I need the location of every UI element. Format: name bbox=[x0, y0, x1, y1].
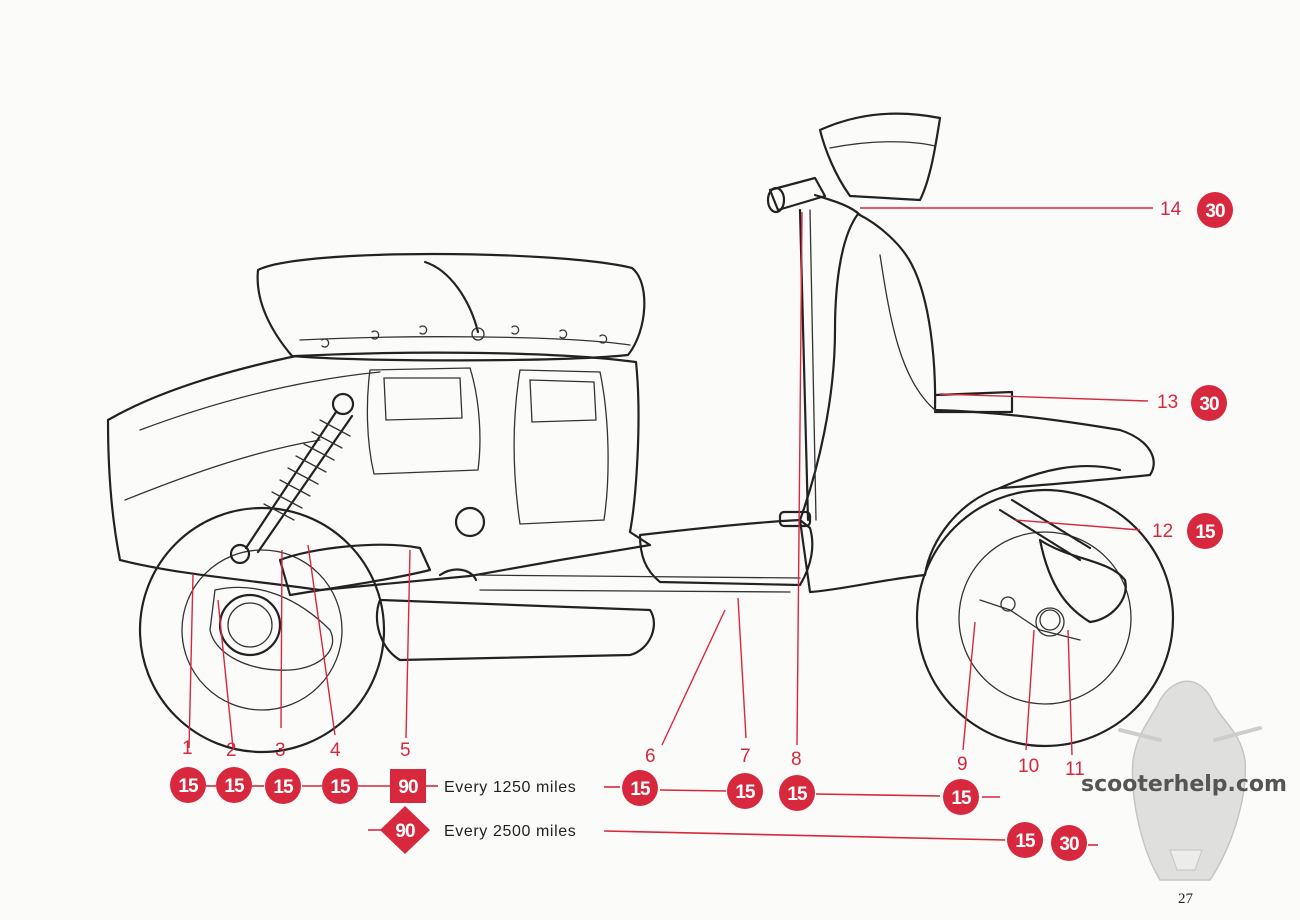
badge-point-11: 30 bbox=[1051, 825, 1087, 861]
badge-point-9: 15 bbox=[943, 779, 979, 815]
badge-text: 90 bbox=[395, 821, 415, 842]
point-label-3: 3 bbox=[275, 740, 286, 761]
badge-point-10: 15 bbox=[1007, 822, 1043, 858]
point-label-7: 7 bbox=[740, 746, 751, 767]
interval-lines bbox=[206, 785, 1098, 846]
badge-point-12: 15 bbox=[1187, 513, 1223, 549]
point-label-1: 1 bbox=[182, 738, 193, 759]
badge-text: 15 bbox=[630, 779, 651, 800]
point-label-14: 14 bbox=[1160, 199, 1182, 220]
badge-point-6: 15 bbox=[622, 770, 658, 806]
page-number: 27 bbox=[1178, 891, 1194, 907]
badge-text: 30 bbox=[1199, 394, 1219, 415]
point-label-6: 6 bbox=[645, 746, 656, 767]
badge-text: 15 bbox=[735, 782, 756, 803]
badge-text: 30 bbox=[1205, 201, 1225, 222]
badge-text: 15 bbox=[1195, 522, 1216, 543]
rear-shock bbox=[229, 392, 355, 565]
point-label-4: 4 bbox=[330, 740, 341, 761]
leader-lines bbox=[188, 207, 1153, 756]
site-watermark-text: scooterhelp.com bbox=[1081, 772, 1287, 797]
badge-point-13: 30 bbox=[1191, 385, 1227, 421]
point-label-2: 2 bbox=[226, 740, 237, 761]
badge-point-7: 15 bbox=[727, 773, 763, 809]
point-label-12: 12 bbox=[1152, 521, 1173, 542]
badge-text: 15 bbox=[178, 776, 199, 797]
watermark-logo bbox=[1118, 680, 1262, 881]
point-label-10: 10 bbox=[1018, 756, 1039, 777]
badge-point-4: 15 bbox=[322, 768, 358, 804]
interval-note-1250: Every 1250 miles bbox=[444, 779, 576, 796]
point-label-9: 9 bbox=[957, 754, 968, 775]
point-label-11: 11 bbox=[1065, 759, 1085, 780]
badge-text: 15 bbox=[330, 777, 351, 798]
badge-text: 90 bbox=[398, 777, 418, 798]
badge-point-8: 15 bbox=[779, 775, 815, 811]
badge-text: 15 bbox=[787, 784, 808, 805]
badge-point-3: 15 bbox=[265, 768, 301, 804]
point-label-8: 8 bbox=[791, 749, 802, 770]
badge-text: 15 bbox=[951, 788, 972, 809]
point-label-13: 13 bbox=[1157, 392, 1178, 413]
badge-point-5: 90 bbox=[390, 769, 426, 803]
badges: 15 15 15 15 90 15 15 15 bbox=[170, 192, 1233, 861]
point-numbers: 1 2 3 4 5 6 7 8 9 10 11 12 13 14 bbox=[182, 199, 1182, 780]
interval-note-2500: Every 2500 miles bbox=[444, 823, 576, 840]
badge-text: 15 bbox=[224, 776, 245, 797]
badge-point-2: 15 bbox=[216, 767, 252, 803]
badge-point-14: 30 bbox=[1197, 192, 1233, 228]
badge-text: 30 bbox=[1059, 834, 1079, 855]
scooter-illustration bbox=[106, 112, 1175, 754]
badge-text: 15 bbox=[273, 777, 294, 798]
badge-point-1: 15 bbox=[170, 767, 206, 803]
badge-diamond: 90 bbox=[380, 806, 430, 854]
point-label-5: 5 bbox=[400, 740, 411, 761]
badge-text: 15 bbox=[1015, 831, 1036, 852]
